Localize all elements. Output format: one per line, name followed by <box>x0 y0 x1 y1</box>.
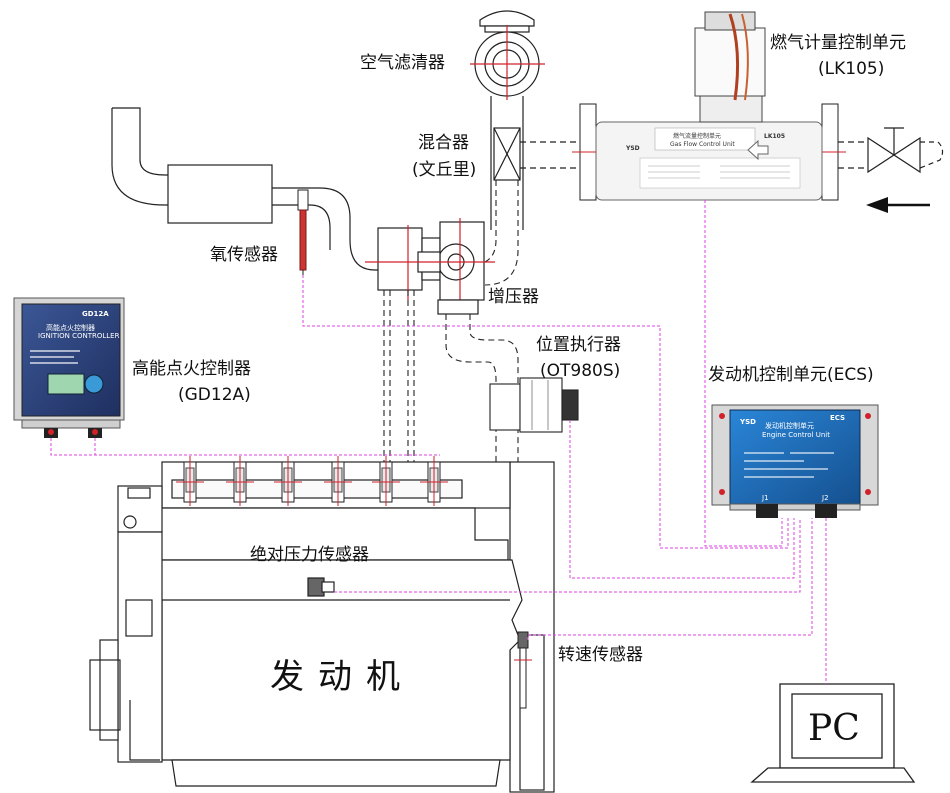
pc-label: PC <box>808 708 860 749</box>
oxygen-sensor <box>297 189 309 275</box>
air-filter-label: 空气滤清器 <box>360 53 445 73</box>
engine-block <box>89 461 555 793</box>
air-filter <box>470 10 545 230</box>
gd12a-name-cn: 高能点火控制器 <box>46 323 95 332</box>
ecs-logo: YSD <box>739 418 756 426</box>
ignition-controller: GD12A 高能点火控制器 IGNITION CONTROLLER <box>13 297 125 438</box>
map-sensor-label: 绝对压力传感器 <box>250 545 369 565</box>
ignition-model-label: (GD12A) <box>178 385 251 405</box>
lk105-name-cn: 燃气流量控制单元 <box>673 132 721 140</box>
speed-sensor-label: 转速传感器 <box>558 645 643 665</box>
gas-meter-label: 燃气计量控制单元 <box>770 33 906 53</box>
oxygen-sensor-label: 氧传感器 <box>210 245 278 265</box>
gd12a-name-en: IGNITION CONTROLLER <box>38 332 120 340</box>
exhaust-system <box>111 107 380 271</box>
gas-meter-unit: 燃气流量控制单元 Gas Flow Control Unit LK105 YSD <box>572 11 846 201</box>
pc-icon <box>750 683 916 783</box>
lk105-badge: LK105 <box>764 133 785 140</box>
actuator-label: 位置执行器 <box>536 335 621 355</box>
turbocharger-label: 增压器 <box>488 287 539 307</box>
gd12a-badge: GD12A <box>82 310 109 318</box>
actuator-model-label: (OT980S) <box>540 361 620 381</box>
speed-sensor <box>514 631 532 709</box>
lk105-name-en: Gas Flow Control Unit <box>670 141 735 148</box>
turbocharger <box>365 218 495 315</box>
signal-wires <box>50 200 827 684</box>
ecs-port-j2: J2 <box>821 494 829 502</box>
position-actuator <box>489 377 579 433</box>
charge-air-pipes <box>383 290 519 462</box>
gas-meter-model-label: (LK105) <box>818 59 884 79</box>
ecs-name-cn: 发动机控制单元 <box>765 421 814 430</box>
mixer-sub-label: (文丘里) <box>412 160 476 180</box>
spark-plug-icon <box>176 456 448 506</box>
gas-valve-icon <box>838 127 944 174</box>
intake-pipe <box>469 180 519 286</box>
lk105-logo: YSD <box>625 145 640 152</box>
ecs-port-j1: J1 <box>761 494 769 502</box>
ecs-unit: YSD ECS 发动机控制单元 Engine Control Unit J1 J… <box>711 404 879 518</box>
ignition-label: 高能点火控制器 <box>132 359 251 379</box>
mixer <box>493 127 580 181</box>
engine-label: 发动机 <box>270 657 414 697</box>
ecs-label: 发动机控制单元(ECS) <box>708 365 874 385</box>
ecs-name-en: Engine Control Unit <box>762 431 830 439</box>
flow-arrow-icon <box>866 197 930 213</box>
mixer-label: 混合器 <box>418 133 469 153</box>
ecs-badge: ECS <box>830 414 845 422</box>
